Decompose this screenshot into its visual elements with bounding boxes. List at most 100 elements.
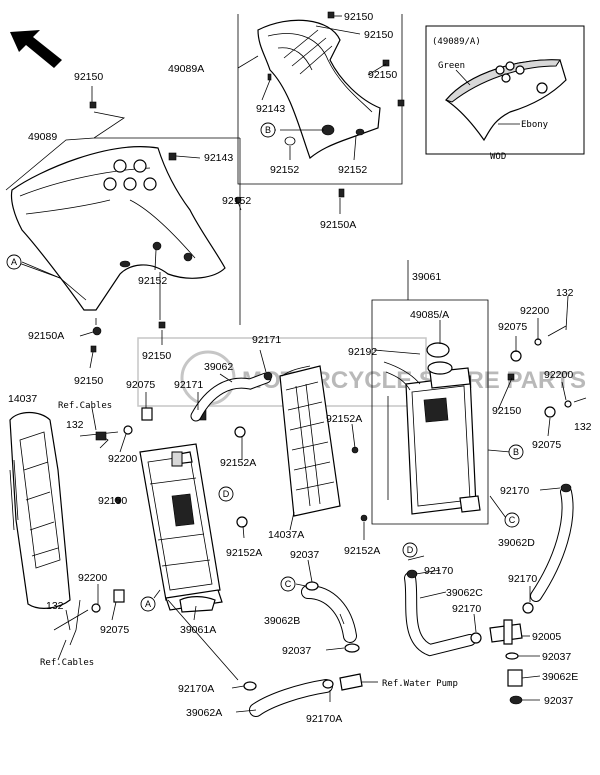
part-label: 39062 [204, 361, 233, 373]
part-label: 92152 [222, 195, 251, 207]
svg-text:A: A [145, 599, 151, 609]
hose-39062B [301, 581, 360, 653]
hose-39062D [530, 483, 574, 602]
callout-d-2: D [402, 542, 418, 558]
svg-text:B: B [513, 447, 519, 457]
part-label: 92150 [344, 11, 373, 23]
inset-box: (49089/A) Green Ebony WOD [425, 25, 585, 162]
part-label: 92200 [520, 305, 549, 317]
part-label: 39061A [180, 624, 216, 636]
part-label: 39062B [264, 615, 300, 627]
part-label: 132 [46, 600, 64, 612]
callout-b-1: B [260, 122, 276, 138]
part-label: 92143 [256, 103, 285, 115]
callout-a-1: A [6, 254, 22, 270]
shroud-49089A [237, 11, 405, 198]
svg-text:D: D [223, 489, 230, 499]
part-label: 39062C [446, 587, 483, 599]
part-label: 14037 [8, 393, 37, 405]
part-label: 39062D [498, 537, 535, 549]
inset-title: (49089/A) [432, 37, 481, 47]
part-label: 92075 [100, 624, 129, 636]
part-label: 92200 [544, 369, 573, 381]
callout-b-2: B [508, 444, 524, 460]
part-label: 39062A [186, 707, 222, 719]
part-label: 92170 [500, 485, 529, 497]
part-label: 92150 [98, 495, 127, 507]
part-label: 49085/A [410, 309, 449, 321]
callout-c-2: C [280, 576, 296, 592]
front-direction-arrow [10, 30, 62, 68]
inset-wod-label: WOD [490, 152, 506, 162]
reference-label: Ref.Cables [58, 401, 112, 411]
radiator-guard-14037A [279, 365, 341, 517]
part-label: 14037A [268, 529, 304, 541]
part-label: 92150 [74, 375, 103, 387]
part-label: 92075 [498, 321, 527, 333]
radiator-39061A [139, 443, 223, 613]
part-label: 92170A [306, 713, 342, 725]
part-label: 92152A [344, 545, 380, 557]
part-label: 92152 [138, 275, 167, 287]
part-label: 92143 [204, 152, 233, 164]
part-label: 49089A [168, 63, 204, 75]
part-label: 92075 [532, 439, 561, 451]
part-label: 92152A [226, 547, 262, 559]
part-label: 92200 [108, 453, 137, 465]
part-label: 92152 [338, 164, 367, 176]
svg-text:C: C [509, 515, 516, 525]
part-label: 92075 [126, 379, 155, 391]
part-label: 92150A [28, 330, 64, 342]
svg-text:A: A [11, 257, 17, 267]
svg-text:D: D [407, 545, 414, 555]
part-label: 92150 [364, 29, 393, 41]
radiator-guard-14037 [9, 411, 71, 609]
inset-green-label: Green [438, 61, 465, 71]
hose-39062 [190, 371, 273, 422]
svg-text:B: B [265, 125, 271, 135]
part-label: 132 [556, 287, 574, 299]
part-label: 132 [574, 421, 592, 433]
svg-text:C: C [285, 579, 292, 589]
part-label: 92171 [174, 379, 203, 391]
part-label: 39061 [412, 271, 441, 283]
hose-39062C [404, 569, 476, 657]
callout-a-2: A [140, 596, 156, 612]
part-label: 92170 [508, 573, 537, 585]
callout-d-1: D [218, 486, 234, 502]
part-labels: 92150 92150 49089A 92150 92150 92143 490… [8, 11, 592, 725]
part-label: 92152A [220, 457, 256, 469]
part-label: 92005 [532, 631, 561, 643]
part-label: 92037 [290, 549, 319, 561]
callout-c-1: C [504, 512, 520, 528]
part-label: 92152 [270, 164, 299, 176]
part-label: 49089 [28, 131, 57, 143]
part-label: 92037 [542, 651, 571, 663]
reference-label: Ref.Water Pump [382, 679, 458, 689]
reference-label: Ref.Cables [40, 658, 94, 668]
left-radiator-fasteners [53, 407, 248, 646]
part-label: 92170 [452, 603, 481, 615]
part-label: 92152A [326, 413, 362, 425]
part-label: 92192 [348, 346, 377, 358]
part-label: 92200 [78, 572, 107, 584]
part-label: 92150A [320, 219, 356, 231]
fitting-92005 [470, 602, 534, 705]
part-label: 92170A [178, 683, 214, 695]
leader-lines [21, 15, 569, 713]
part-label: 92170 [424, 565, 453, 577]
part-label: 92037 [282, 645, 311, 657]
part-label: 132 [66, 419, 84, 431]
part-label: 92037 [544, 695, 573, 707]
part-label: 92150 [368, 69, 397, 81]
hose-39062A [243, 673, 363, 717]
radiator-39061 [351, 299, 587, 525]
shroud-49089 [5, 101, 242, 353]
part-label: 92150 [142, 350, 171, 362]
inset-ebony-label: Ebony [521, 120, 549, 130]
part-label: 92171 [252, 334, 281, 346]
part-label: 92150 [74, 71, 103, 83]
part-label: 39062E [542, 671, 578, 683]
part-label: 92150 [492, 405, 521, 417]
